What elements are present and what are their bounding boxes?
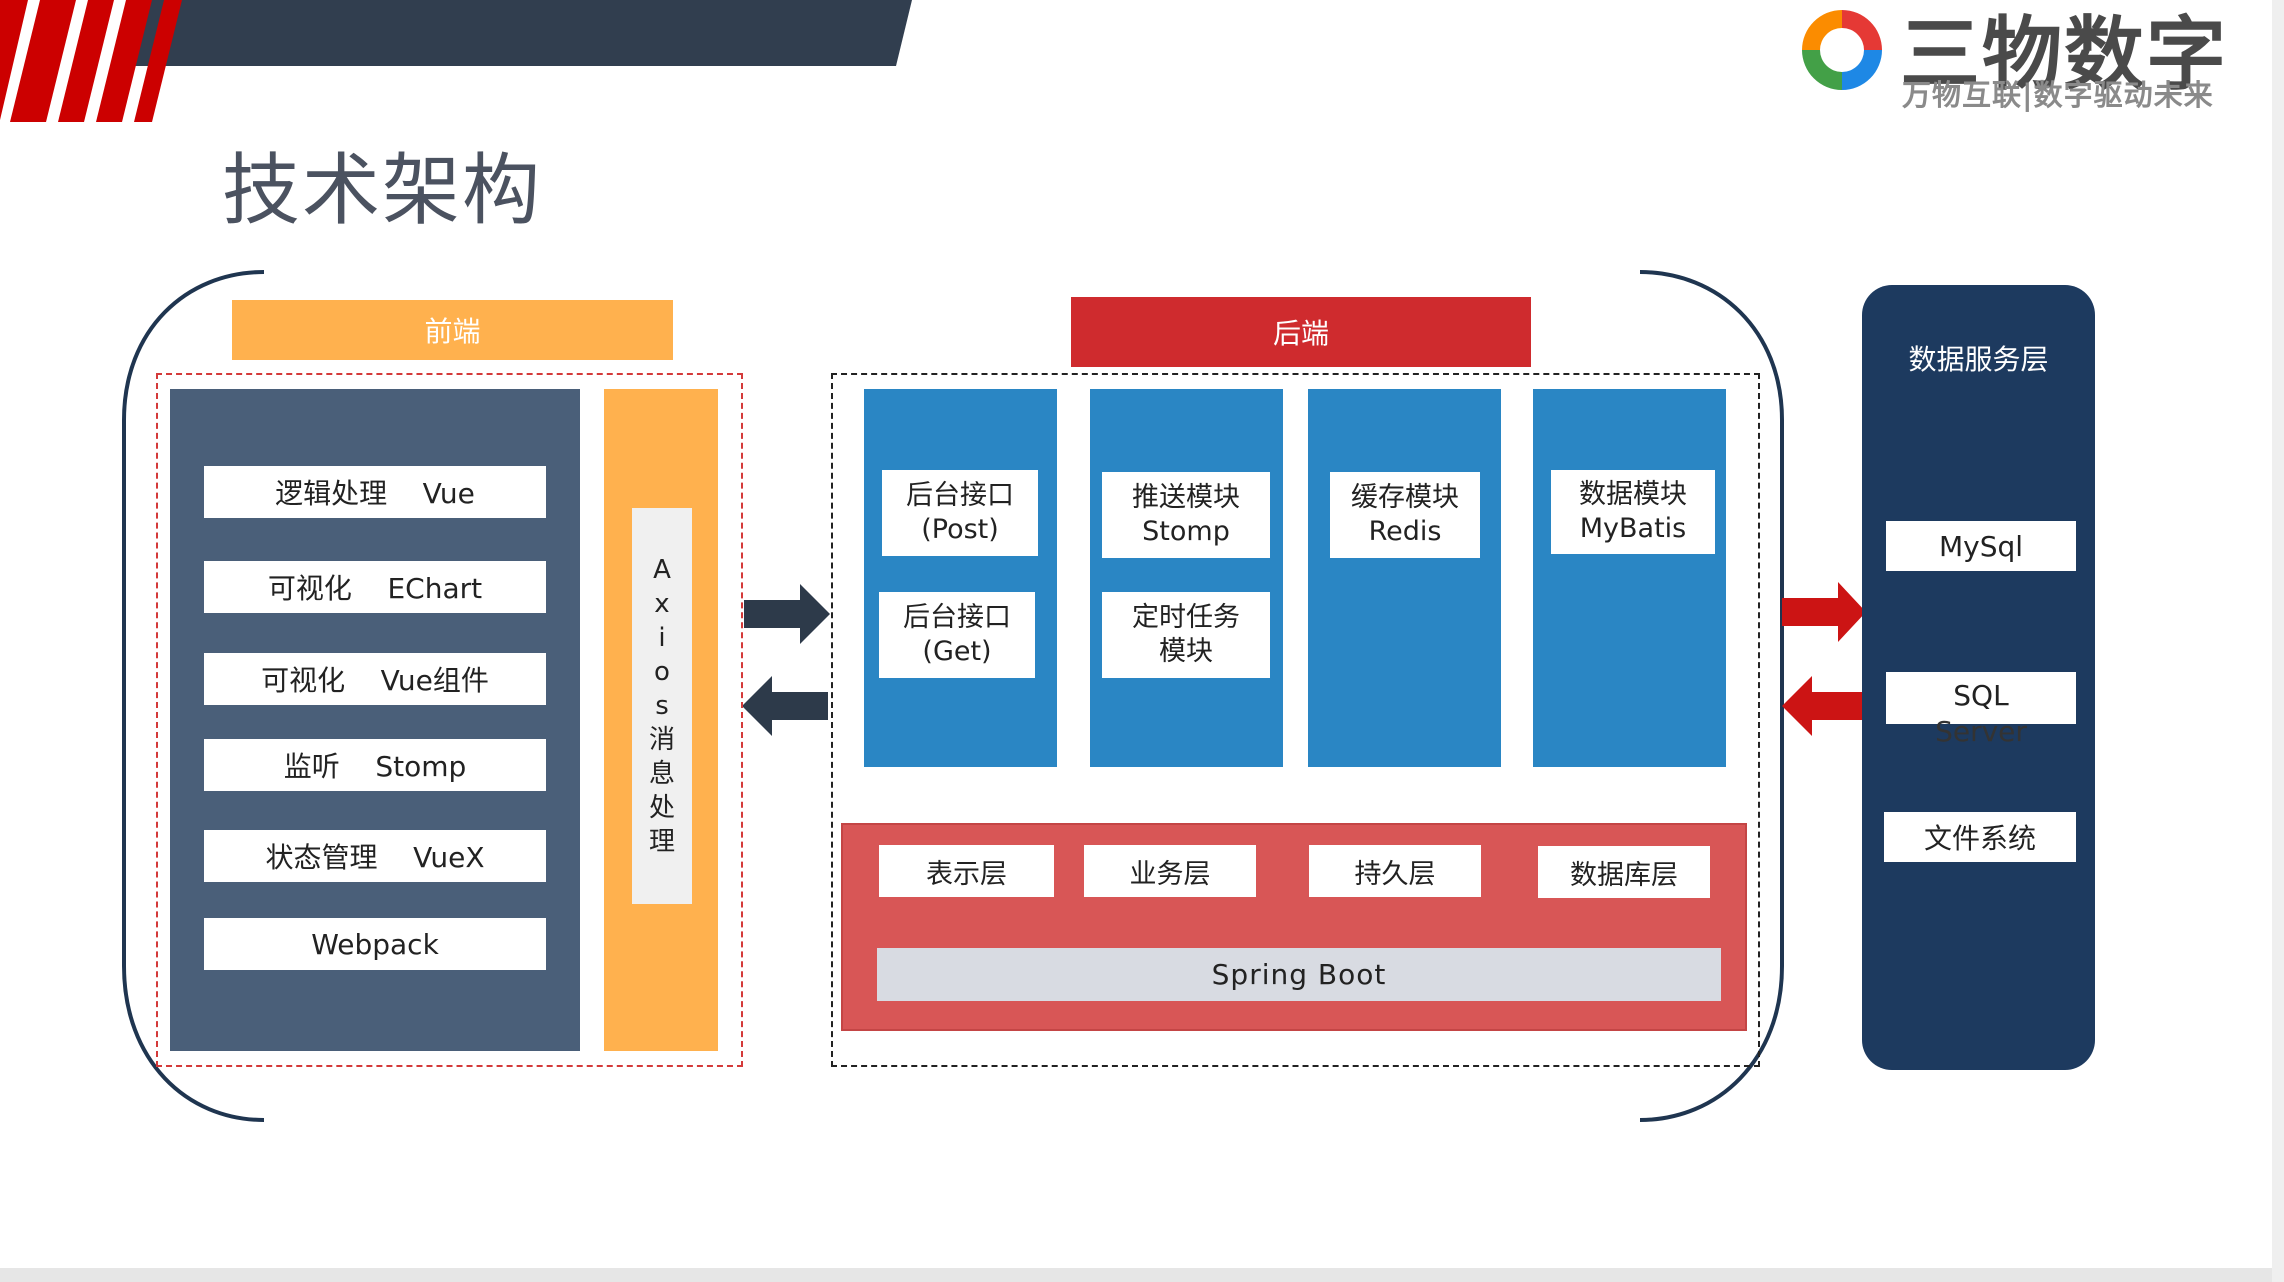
right-bracket xyxy=(1639,270,1784,1122)
backend-box-redis: 缓存模块 Redis xyxy=(1330,472,1480,558)
brackets xyxy=(122,270,1784,1122)
backend-box-mybatis: 数据模块 MyBatis xyxy=(1551,470,1715,554)
axios-char: 理 xyxy=(648,827,675,857)
frontend-item-webpack: Webpack xyxy=(204,918,546,970)
left-bracket xyxy=(122,270,265,1122)
logo-slogan: 万物互联|数字驱动未来 xyxy=(1902,78,2214,112)
axios-char: x xyxy=(654,589,670,619)
backend-box-stomp: 推送模块 Stomp xyxy=(1102,472,1270,558)
backend-box-post: 后台接口 (Post) xyxy=(882,470,1038,556)
slide-bottom-edge xyxy=(0,1268,2284,1282)
spring-boot-bar: Spring Boot xyxy=(877,948,1721,1001)
arrow-right-icon xyxy=(744,584,830,644)
slide-right-edge xyxy=(2272,0,2284,1282)
frontend-header: 前端 xyxy=(232,300,673,360)
sql-server-line1: SQL xyxy=(1953,679,2009,712)
arrow-left-icon xyxy=(1782,676,1866,736)
axios-char: 息 xyxy=(648,759,675,789)
data-item-mysql: MySql xyxy=(1886,521,2076,571)
backend-module-push xyxy=(1090,389,1283,767)
data-item-sql-server: SQL Server xyxy=(1886,672,2076,746)
frontend-dashed-frame xyxy=(156,373,743,1067)
data-service-title: 数据服务层 xyxy=(1908,343,2049,376)
axios-char: s xyxy=(655,691,669,721)
logo-name: 三物数字 xyxy=(1900,8,2228,101)
backend-box-get: 后台接口 (Get) xyxy=(879,592,1035,678)
backend-box-scheduler: 定时任务 模块 xyxy=(1102,592,1270,678)
data-item-filesystem: 文件系统 xyxy=(1884,812,2076,862)
backend-module-interface xyxy=(864,389,1057,767)
backend-module-data xyxy=(1533,389,1726,767)
axios-message-handler: A x i o s 消 息 处 理 xyxy=(632,508,692,904)
sql-server-line2: Server xyxy=(1935,715,2027,748)
frontend-item-vuex: 状态管理 VueX xyxy=(204,830,546,882)
header-bar xyxy=(0,0,912,122)
layer-database: 数据库层 xyxy=(1538,846,1710,898)
frontend-item-stomp: 监听 Stomp xyxy=(204,739,546,791)
axios-char: 消 xyxy=(648,725,675,755)
axios-char: A xyxy=(653,555,671,585)
backend-dashed-frame xyxy=(831,373,1760,1067)
axios-char: 处 xyxy=(648,793,675,823)
arrow-left-icon xyxy=(742,676,828,736)
backend-module-cache xyxy=(1308,389,1501,767)
layer-presentation: 表示层 xyxy=(879,845,1054,897)
frontend-item-echart: 可视化 EChart xyxy=(204,561,546,613)
swirl-logo-icon xyxy=(1802,10,1882,90)
layer-persistence: 持久层 xyxy=(1309,845,1481,897)
axios-char: i xyxy=(658,623,666,653)
backend-header: 后端 xyxy=(1071,297,1531,367)
arrow-right-icon xyxy=(1782,582,1866,642)
axios-char: o xyxy=(654,657,670,687)
layer-business: 业务层 xyxy=(1084,845,1256,897)
frontend-item-vue-components: 可视化 Vue组件 xyxy=(204,653,546,705)
frontend-item-logic: 逻辑处理 Vue xyxy=(204,466,546,518)
page-title: 技术架构 xyxy=(222,146,543,236)
